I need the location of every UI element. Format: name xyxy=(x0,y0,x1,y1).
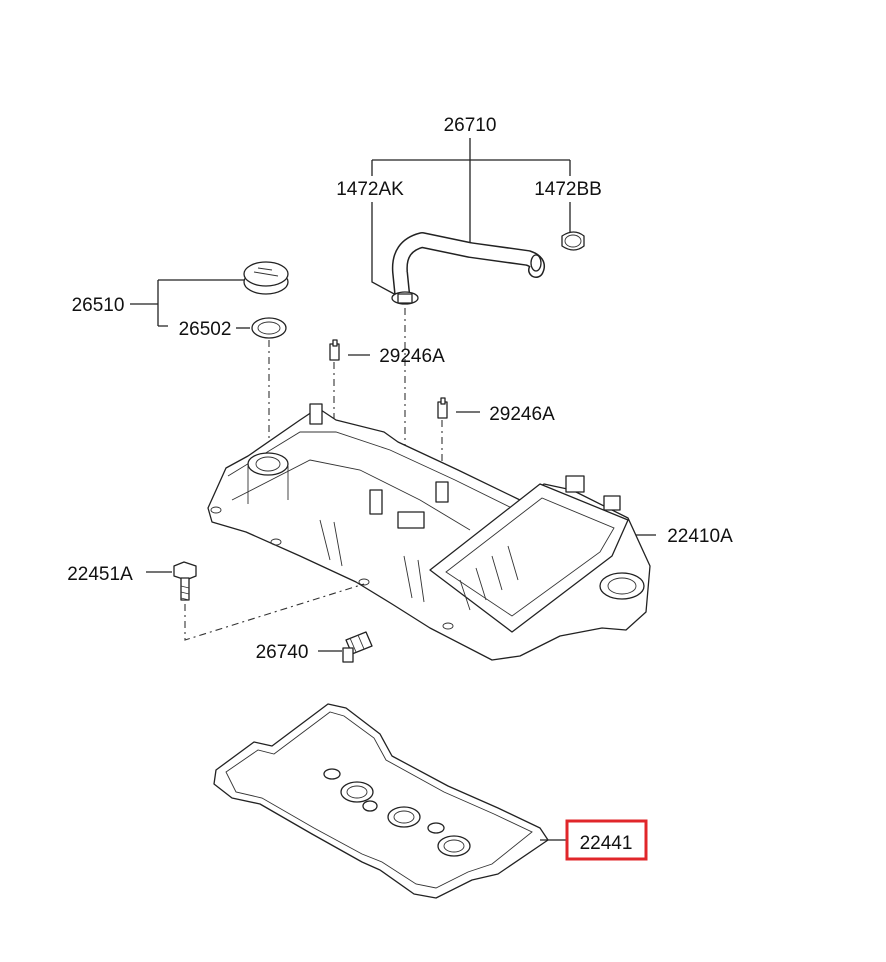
label-29246A-upper[interactable]: 29246A xyxy=(379,346,445,367)
connector-upper-tip xyxy=(332,339,338,347)
label-26740[interactable]: 26740 xyxy=(256,642,309,663)
highlight-box-22441 xyxy=(565,819,648,861)
spark-plug-bore xyxy=(607,577,637,595)
label-22441[interactable]: 22441 xyxy=(580,833,633,854)
cover-gasket-inner xyxy=(225,711,533,889)
pcv-valve-nipple xyxy=(342,647,354,663)
label-22451A[interactable]: 22451A xyxy=(67,564,133,585)
label-26510[interactable]: 26510 xyxy=(72,295,125,316)
plug-seal-3-inner xyxy=(443,839,465,853)
bolt-head xyxy=(173,561,197,581)
plug-seal-1 xyxy=(340,781,374,803)
cover-baffle-box xyxy=(429,483,629,633)
leader-26510 xyxy=(130,279,244,327)
cover-top-ridge xyxy=(227,431,521,513)
oil-filler-neck xyxy=(247,452,289,476)
gasket-inner-ring xyxy=(257,321,281,335)
cover-gasket-group: 22441 xyxy=(213,703,648,899)
boss-center xyxy=(369,489,383,515)
bolt-hole-2 xyxy=(270,538,282,546)
clamp-right-inner xyxy=(564,234,582,248)
baffle-fins xyxy=(459,545,519,611)
plug-seal-1-inner xyxy=(346,785,368,799)
connector-upper-group: 29246A xyxy=(329,339,445,428)
clamp-1472AK-group: 1472AK xyxy=(336,179,419,520)
spark-plug-well xyxy=(599,572,645,600)
bolt-hole-4 xyxy=(442,622,454,630)
cover-mid-ridge xyxy=(231,459,471,531)
leader-1472AK xyxy=(371,202,399,297)
hose-end xyxy=(530,254,542,272)
plug-seal-3 xyxy=(437,835,471,857)
label-29246A-right[interactable]: 29246A xyxy=(489,404,555,425)
leader-26710 xyxy=(371,138,571,252)
bolt-shank xyxy=(180,577,190,601)
boss-rear-2 xyxy=(603,495,621,511)
label-1472BB[interactable]: 1472BB xyxy=(534,179,602,200)
small-seal-2 xyxy=(362,800,378,812)
label-1472AK[interactable]: 1472AK xyxy=(336,179,404,200)
filler-cap-gasket xyxy=(251,317,287,339)
pcv-valve-group: 26740 xyxy=(256,631,373,663)
small-seal-1 xyxy=(323,768,341,780)
clamp-tab-left xyxy=(397,293,413,304)
bolt-hole-1 xyxy=(210,506,222,514)
dash-bolt-to-cover xyxy=(184,583,365,641)
filler-cap-group: 26510 26502 xyxy=(72,261,289,456)
cap-grip xyxy=(253,267,279,277)
cover-gasket-outer xyxy=(213,703,549,899)
rocker-cover-group: 22410A xyxy=(207,403,733,661)
plug-seal-2 xyxy=(387,806,421,828)
filler-neck-walls xyxy=(247,466,289,504)
bolt-hole-3 xyxy=(358,578,370,586)
clamp-1472BB-group: 1472BB xyxy=(534,179,602,251)
pcv-port xyxy=(397,511,425,529)
label-26502[interactable]: 26502 xyxy=(179,319,232,340)
bolt-group: 22451A xyxy=(67,561,365,641)
connector-right-tip xyxy=(440,397,446,405)
cover-ribs xyxy=(319,519,425,603)
plug-seal-2-inner xyxy=(393,810,415,824)
label-22410A[interactable]: 22410A xyxy=(667,526,733,547)
baffle-box-inner xyxy=(445,497,615,617)
boss-right xyxy=(435,481,449,503)
pcv-valve-hex xyxy=(349,634,365,653)
boss-rear xyxy=(565,475,585,493)
label-26710[interactable]: 26710 xyxy=(444,115,497,136)
small-seal-3 xyxy=(427,822,445,834)
hose-26710-group: 26710 xyxy=(371,115,571,300)
boss-left xyxy=(309,403,323,425)
oil-filler-bore xyxy=(255,456,281,472)
bolt-thread xyxy=(180,585,190,601)
